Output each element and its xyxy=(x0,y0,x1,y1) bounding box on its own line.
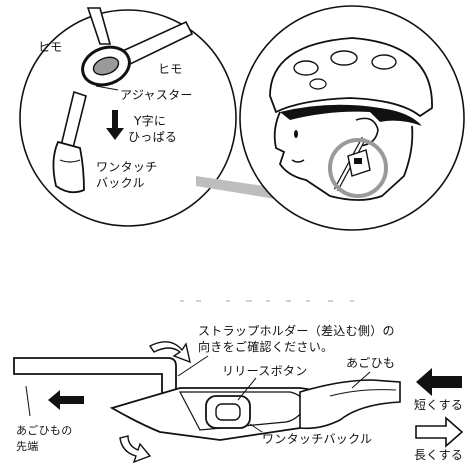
pull-arrow xyxy=(106,110,124,140)
label-chin-strap: あごひも xyxy=(346,356,396,370)
chin-strap-shape xyxy=(299,379,401,430)
adjuster-part xyxy=(81,45,131,87)
face xyxy=(273,111,414,201)
hair xyxy=(280,104,422,126)
label-pull-y-1: Y字に xyxy=(134,114,167,128)
flat-strap xyxy=(13,357,177,401)
label-holder-note-2: 向きをご確認ください。 xyxy=(198,340,334,354)
lengthen-arrow xyxy=(415,416,464,448)
label-one-touch-2: バックル xyxy=(96,176,145,190)
label-shorten: 短くする xyxy=(414,398,464,412)
label-chin-strap-tip-2: 先端 xyxy=(16,440,39,453)
label-release-button: リリースボタン xyxy=(222,364,308,378)
head-view xyxy=(239,5,465,231)
rotate-arrow-bottom xyxy=(119,435,152,464)
tip-arrow xyxy=(48,390,84,410)
label-strap-right: ヒモ xyxy=(158,62,183,76)
label-chin-strap-tip-1: あごひもの xyxy=(16,424,73,437)
magnified-strap-view xyxy=(19,7,237,227)
label-lengthen: 長くする xyxy=(414,448,464,462)
strap-upper-left xyxy=(86,7,112,45)
highlight-circle xyxy=(328,138,388,198)
rotate-arrow-top xyxy=(148,341,191,364)
buckle-diagram xyxy=(13,341,464,464)
scan-marks xyxy=(180,300,354,302)
label-one-touch-buckle: ワンタッチバックル xyxy=(262,432,373,446)
buckle-part xyxy=(52,140,85,194)
label-pull-y-2: ひっぱる xyxy=(128,130,178,144)
label-adjuster: アジャスター xyxy=(120,88,193,102)
shorten-arrow xyxy=(416,368,462,396)
label-strap-left: ヒモ xyxy=(38,40,63,54)
label-holder-note-1: ストラップホルダー（差込む側）の xyxy=(198,324,395,338)
label-one-touch-1: ワンタッチ xyxy=(96,160,158,174)
